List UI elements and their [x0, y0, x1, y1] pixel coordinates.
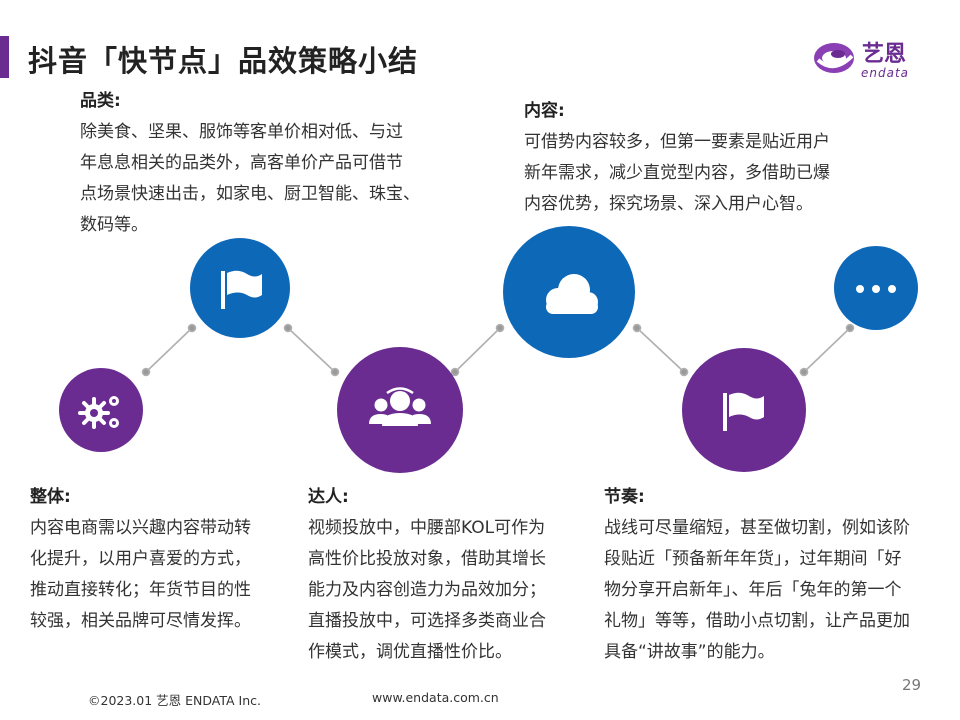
rhythm-line: 战线可尽量缩短，甚至做切割，例如该阶	[604, 518, 910, 538]
logo-text-cn: 艺恩	[862, 42, 907, 67]
connector-dot	[799, 367, 809, 377]
rhythm-block: 节奏: 战线可尽量缩短，甚至做切割，例如该阶 段贴近「预备新年年货」，过年期间「…	[604, 482, 954, 668]
influencer-line: 能力及内容创造力为品效加分；	[308, 580, 546, 600]
category-line: 年息息相关的品类外，高客单价产品可借节	[80, 153, 403, 173]
influencer-line: 视频投放中，中腰部KOL可作为	[308, 518, 546, 538]
category-heading: 品类:	[80, 91, 121, 111]
influencer-block: 达人: 视频投放中，中腰部KOL可作为 高性价比投放对象，借助其增长 能力及内容…	[308, 482, 588, 668]
category-line: 数码等。	[80, 215, 148, 235]
node-cloud	[503, 226, 635, 358]
connector-line	[636, 327, 685, 373]
category-line: 除美食、坚果、服饰等客单价相对低、与过	[80, 122, 403, 142]
connector-dot	[495, 323, 505, 333]
rhythm-line: 段贴近「预备新年年货」，过年期间「好	[604, 549, 902, 569]
overall-heading: 整体:	[30, 487, 71, 507]
connector-dot	[330, 367, 340, 377]
more-icon	[856, 285, 896, 293]
overall-line: 内容电商需以兴趣内容带动转	[30, 518, 251, 538]
rhythm-line: 具备“讲故事”的能力。	[604, 642, 775, 662]
influencer-line: 作模式，调优直播性价比。	[308, 642, 512, 662]
rhythm-line: 物分享开启新年」、年后「兔年的第一个	[604, 580, 902, 600]
content-block: 内容: 可借势内容较多，但第一要素是贴近用户 新年需求，减少直觉型内容，多借助已…	[524, 96, 904, 220]
logo-text-en: endata	[861, 66, 910, 80]
content-line: 新年需求，减少直觉型内容，多借助已爆	[524, 163, 830, 183]
content-heading: 内容:	[524, 101, 565, 121]
connector-dot	[187, 323, 197, 333]
connector-line	[454, 327, 501, 373]
overall-line: 化提升，以用户喜爱的方式，	[30, 549, 251, 569]
node-people	[337, 347, 463, 473]
footer-url[interactable]: www.endata.com.cn	[372, 690, 499, 705]
node-flag-blue	[190, 238, 290, 338]
node-gears	[59, 368, 143, 452]
influencer-heading: 达人:	[308, 487, 349, 507]
content-line: 内容优势，探究场景、深入用户心智。	[524, 194, 813, 214]
flag-icon	[221, 270, 262, 309]
influencer-line: 直播投放中，可选择多类商业合	[308, 611, 546, 631]
category-line: 点场景快速出击，如家电、厨卫智能、珠宝、	[80, 184, 420, 204]
node-more	[834, 246, 918, 330]
page-title: 抖音「快节点」品效策略小结	[28, 44, 419, 78]
overall-line: 推动直接转化；年货节目的性	[30, 580, 251, 600]
endata-logo-mark-icon	[814, 43, 854, 73]
cloud-icon	[546, 274, 598, 314]
connector-dot	[632, 323, 642, 333]
footer-copyright: ©2023.01 艺恩 ENDATA Inc.	[88, 693, 262, 708]
gears-icon	[78, 396, 119, 429]
connector-dot	[141, 367, 151, 377]
connector-dot	[679, 367, 689, 377]
endata-logo: 艺恩 endata	[812, 34, 932, 84]
connector-line	[287, 327, 336, 373]
influencer-line: 高性价比投放对象，借助其增长	[308, 549, 546, 569]
connector-line	[145, 327, 193, 373]
connector-dot	[845, 323, 855, 333]
page-number: 29	[902, 676, 922, 694]
connector-dot	[450, 367, 460, 377]
node-flag-purple	[682, 348, 806, 472]
rhythm-line: 礼物」等等，借助小点切割，让产品更加	[604, 611, 910, 631]
overall-line: 较强，相关品牌可尽情发挥。	[30, 611, 251, 631]
content-line: 可借势内容较多，但第一要素是贴近用户	[524, 132, 830, 152]
rhythm-heading: 节奏:	[604, 487, 645, 507]
title-accent-bar	[0, 36, 9, 78]
connector-dot	[283, 323, 293, 333]
category-block: 品类: 除美食、坚果、服饰等客单价相对低、与过 年息息相关的品类外，高客单价产品…	[80, 86, 480, 241]
connector-line	[803, 327, 851, 373]
flag-icon	[723, 392, 764, 431]
overall-block: 整体: 内容电商需以兴趣内容带动转 化提升，以用户喜爱的方式， 推动直接转化；年…	[30, 482, 290, 637]
people-icon	[369, 387, 431, 426]
